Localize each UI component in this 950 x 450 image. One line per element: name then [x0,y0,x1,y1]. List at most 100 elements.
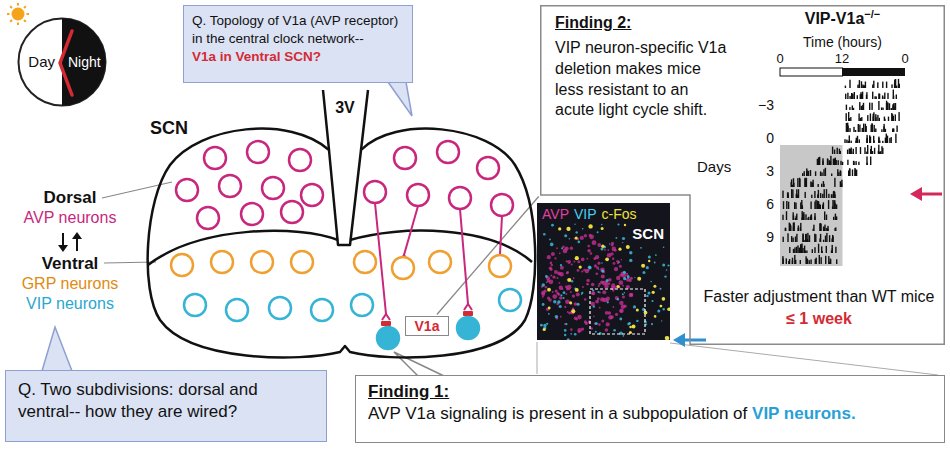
avp-stain [595,255,599,259]
vip-stain [651,300,653,302]
activity-bar [794,202,795,209]
vip-stain [563,291,566,294]
activity-bar [854,168,855,176]
activity-bar [896,86,897,88]
activity-bar [834,159,835,166]
activity-bar [894,80,895,88]
activity-bar [883,124,884,132]
cfos-stain [543,328,546,331]
vip-stain [595,331,597,333]
activity-bar [819,255,820,264]
vip-stain [598,269,599,270]
avp-stain [614,249,617,252]
activity-bar [821,172,822,176]
activity-bar [821,184,822,187]
avp-stain [608,282,611,285]
cfos-stain [601,227,604,230]
activity-bar [846,105,847,110]
region-label: SCN [150,118,188,139]
activity-bar [837,169,838,176]
activity-bar [806,168,807,176]
grp-neuron [251,251,273,273]
avp-stain [570,328,573,331]
activity-bar [832,147,833,154]
avp-stain [589,234,592,237]
activity-bar [819,224,820,231]
cell-type-label: VIP neurons [10,295,130,313]
activity-bar [787,194,788,198]
avp-stain [610,252,613,255]
activity-bar [863,103,864,110]
activity-bar [800,223,801,231]
activity-bar [806,234,807,242]
activity-bar [796,189,797,198]
activity-bar [864,147,865,154]
activity-bar [849,135,850,143]
activity-bar [814,202,815,210]
activity-bar [799,248,800,253]
activity-bar [818,244,819,253]
avp-stain [578,331,580,333]
activity-bar [849,169,850,177]
activity-bar [877,82,878,88]
activity-bar [809,235,810,242]
activity-bar [801,244,802,254]
activity-bar [851,93,852,99]
activity-bar [814,213,815,220]
activity-bar [833,191,834,198]
avp-neuron [197,207,219,229]
activity-bar [847,150,848,154]
activity-bar [806,251,807,254]
activity-bar [884,97,885,99]
vip-stain [623,277,626,280]
activity-bar [873,114,874,121]
activity-bar [896,95,897,100]
finding-text: AVP V1a signaling is present in a subpop… [368,404,747,423]
avp-stain [624,305,627,308]
activity-bar [801,218,802,221]
activity-bar [786,211,787,220]
activity-bar [794,222,795,231]
vip-stain [643,271,646,274]
activity-bar [856,170,857,176]
avp-stain [585,269,589,273]
activity-bar [831,238,832,242]
activity-bar [885,129,886,132]
avp-stain [599,307,601,309]
activity-bar [808,171,809,176]
activity-bar [850,117,851,121]
cfos-stain [548,307,551,310]
cfos-stain [660,305,663,308]
avp-stain [567,311,569,313]
activity-bar [875,129,876,133]
vip-stain [623,271,626,274]
activity-bar [817,201,818,209]
avp-stain [550,262,553,265]
vip-stain [660,288,662,290]
activity-bar [799,178,800,187]
activity-bar [886,101,887,110]
activity-bar [889,103,890,110]
activity-bar [820,205,821,209]
activity-bar [849,128,850,132]
avp-stain [587,258,589,260]
finding-box: Finding 1:AVP V1a signaling is present i… [355,375,945,443]
vip-stain [618,261,620,263]
activity-bar [893,104,894,110]
activity-bar [814,217,815,221]
vip-stain [627,323,630,326]
activity-bar [899,84,900,88]
cfos-stain [652,291,655,294]
vip-stain [551,224,554,227]
vip-stain [560,294,562,296]
activity-bar [835,247,836,253]
clock-icon: DayNight [17,17,107,107]
vip-stain [542,283,545,286]
vip-stain [601,248,604,251]
activity-bar [805,179,806,187]
vip-stain [570,333,572,335]
avp-stain [571,263,573,265]
activity-bar [859,125,860,133]
activity-bar [792,238,793,242]
activity-bar [805,250,806,253]
